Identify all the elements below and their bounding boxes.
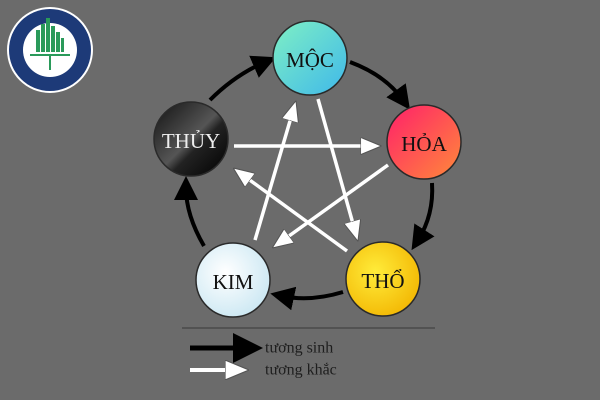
arrow-tho-to-kim <box>270 286 344 311</box>
element-label: THỔ <box>361 269 404 293</box>
element-kim: KIM <box>195 242 271 318</box>
element-moc: MỘC <box>272 20 348 96</box>
arrow-thuy-to-moc <box>208 55 277 102</box>
arrow-hoa-to-tho <box>411 182 435 251</box>
arrow-moc-to-hoa <box>349 60 411 110</box>
element-hoa: HỎA <box>386 104 462 180</box>
arrow-hoa-to-kim <box>275 163 390 246</box>
element-label: KIM <box>213 270 254 294</box>
legend-generating-label: tương sinh <box>265 340 333 357</box>
element-label: THỦY <box>162 129 220 153</box>
overcoming-arrows <box>234 98 390 253</box>
legend: tương sinh tương khắc <box>190 333 337 379</box>
element-tho: THỔ <box>345 241 421 317</box>
arrow-tho-to-thuy <box>236 170 349 253</box>
element-label: MỘC <box>286 48 334 72</box>
arrow-moc-to-tho <box>316 98 357 238</box>
element-label: HỎA <box>401 132 447 156</box>
legend-overcoming-label: tương khắc <box>265 362 337 379</box>
generating-arrows <box>174 55 435 311</box>
element-thuy: THỦY <box>153 101 229 177</box>
logo <box>7 7 93 93</box>
arrow-kim-to-thuy <box>174 176 206 248</box>
arrow-kim-to-moc <box>253 104 295 241</box>
